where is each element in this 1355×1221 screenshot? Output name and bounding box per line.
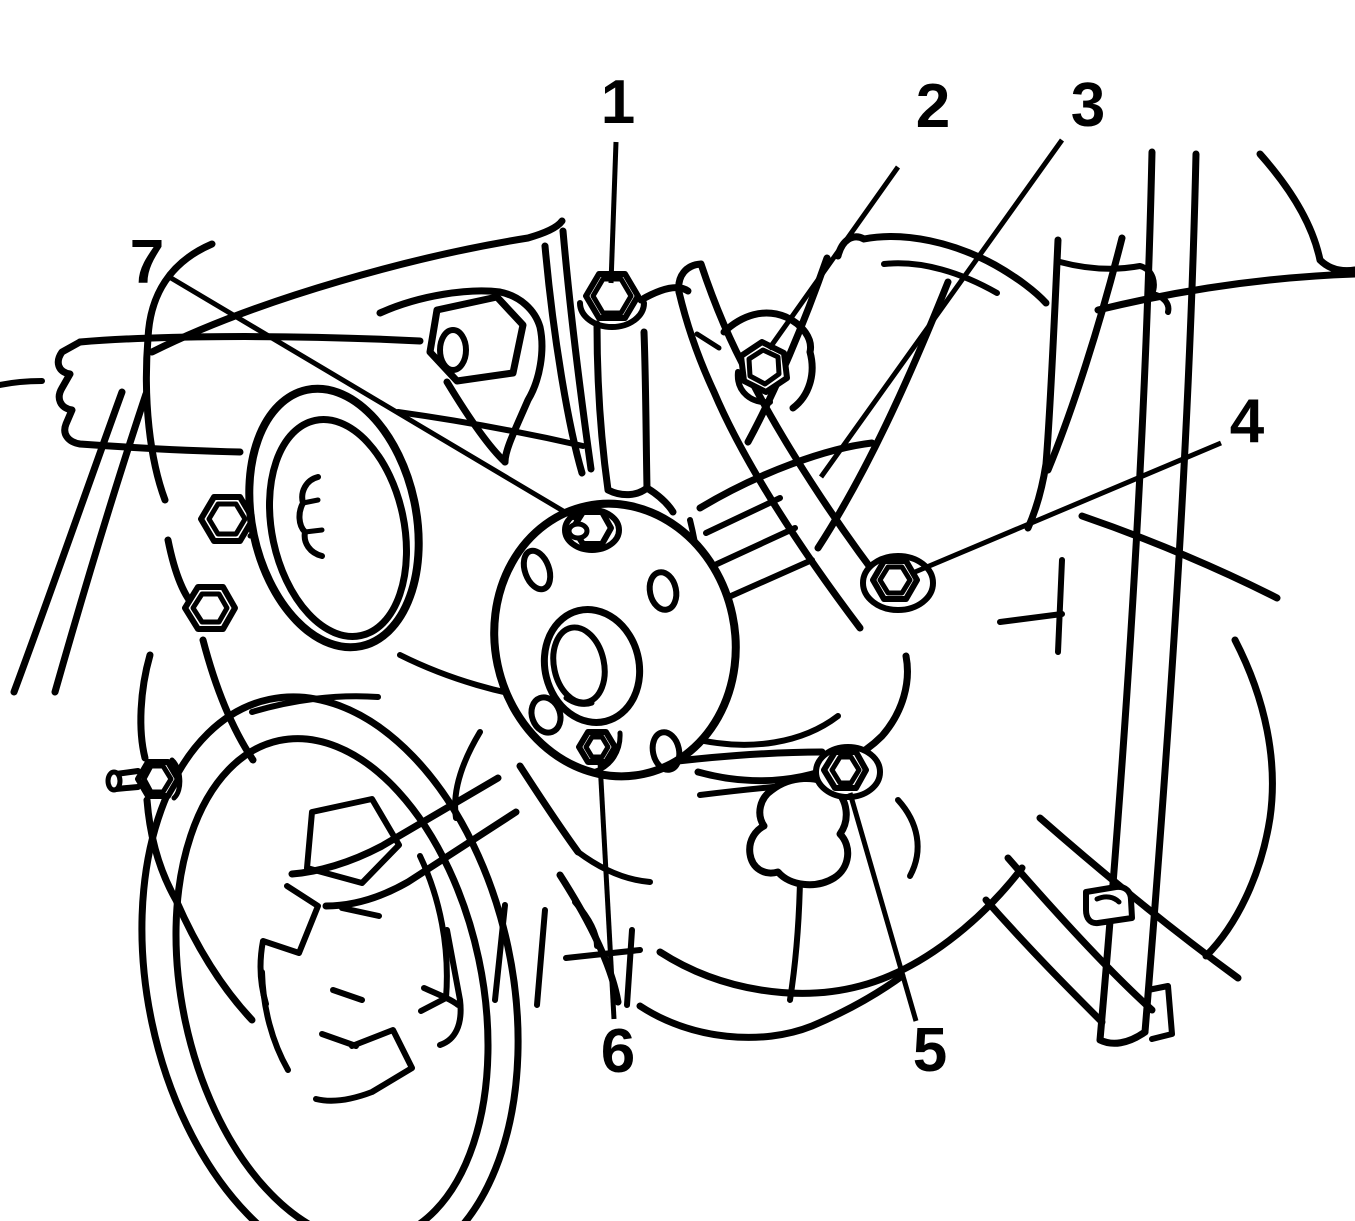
- stud-and-nut: [105, 757, 183, 801]
- leader-6: [597, 761, 617, 1020]
- bolt-6: [576, 729, 618, 765]
- leader-3: [818, 138, 1065, 479]
- callout-label-6: 6: [600, 1017, 636, 1086]
- callout-label-7: 7: [129, 228, 165, 297]
- leader-5: [847, 792, 919, 1022]
- callout-label-1: 1: [600, 68, 636, 137]
- water-pump-flange: [490, 499, 740, 781]
- leader-lines: [169, 138, 1222, 1022]
- water-pump-body: [288, 284, 911, 910]
- mount-arm: [54, 333, 424, 456]
- crankshaft-pulley: [138, 693, 522, 1221]
- leader-7: [169, 275, 582, 524]
- left-bolts: [105, 494, 261, 801]
- flange-hole: [649, 729, 683, 773]
- bolt-2: [734, 339, 790, 406]
- callout-label-2: 2: [915, 72, 951, 141]
- idler-pulley: [245, 384, 586, 703]
- engine-block-lines: [0, 148, 1355, 1048]
- leader-1: [608, 141, 619, 284]
- flange-hole: [520, 547, 554, 593]
- callout-label-3: 3: [1070, 71, 1106, 140]
- bolt-1: [577, 271, 647, 330]
- pulley-center-mark: [296, 474, 325, 559]
- bolts: [562, 271, 936, 800]
- bolt-4: [860, 553, 936, 613]
- crank-pulley-spokes: [257, 796, 450, 1104]
- callout-label-4: 4: [1229, 387, 1265, 456]
- bolt-5: [813, 744, 883, 800]
- flange-hole: [528, 694, 564, 736]
- leader-4: [914, 440, 1222, 575]
- leader-2: [766, 165, 901, 351]
- flange-hole: [646, 569, 680, 613]
- callout-label-5: 5: [912, 1016, 948, 1085]
